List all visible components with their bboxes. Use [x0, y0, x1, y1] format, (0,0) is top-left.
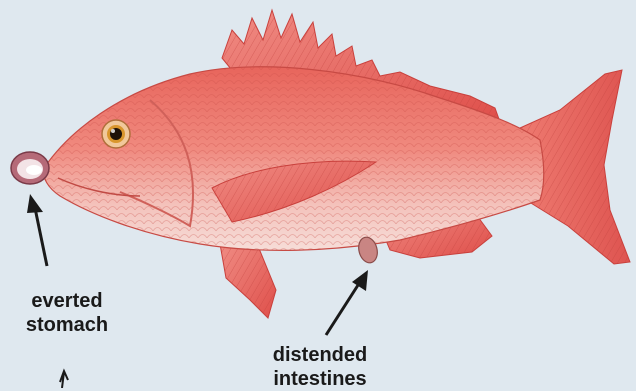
arrow-stub-bottom: [60, 371, 68, 388]
distended-intestines-label-line-1: distended: [240, 343, 400, 367]
eye: [102, 120, 130, 148]
everted-stomach-shape: [11, 152, 49, 184]
arrow-everted-stomach: [27, 194, 47, 266]
everted-stomach-label-line-1: everted: [8, 289, 126, 313]
distended-intestines-label-line-2: intestines: [240, 367, 400, 391]
everted-stomach-label-line-2: stomach: [8, 313, 126, 337]
everted-stomach-label: everted stomach: [8, 289, 126, 337]
arrow-distended-intestines: [326, 270, 368, 335]
distended-intestines-label: distended intestines: [240, 343, 400, 391]
